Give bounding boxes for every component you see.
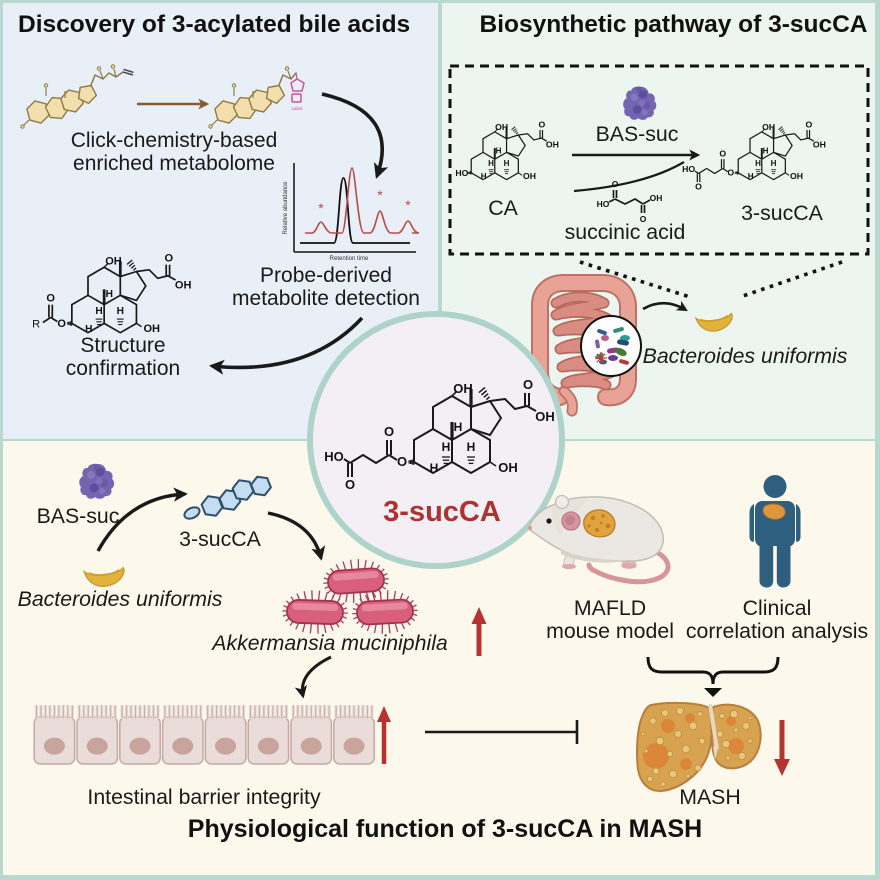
svg-text:O: O	[640, 214, 647, 224]
svg-text:HO: HO	[324, 449, 344, 464]
svg-text:O: O	[612, 179, 619, 189]
svg-text:R: R	[32, 319, 40, 331]
svg-text:OH: OH	[650, 193, 663, 203]
svg-text:HO: HO	[455, 168, 468, 178]
svg-text:O: O	[57, 318, 66, 330]
svg-text:O: O	[719, 149, 726, 159]
svg-text:Retention time: Retention time	[330, 256, 369, 262]
svg-text:Label: Label	[291, 106, 302, 111]
svg-text:O: O	[727, 167, 734, 177]
svg-text:*: *	[318, 200, 324, 216]
svg-text:O: O	[695, 182, 702, 192]
svg-text:O: O	[397, 454, 407, 469]
svg-text:O: O	[46, 292, 55, 304]
svg-text:*: *	[377, 187, 383, 203]
svg-text:Relative abundance: Relative abundance	[283, 181, 289, 235]
svg-text:O: O	[384, 424, 394, 439]
svg-text:*: *	[405, 197, 411, 213]
svg-text:HO: HO	[682, 164, 695, 174]
svg-text:HO: HO	[597, 199, 610, 209]
svg-text:O: O	[345, 477, 355, 492]
